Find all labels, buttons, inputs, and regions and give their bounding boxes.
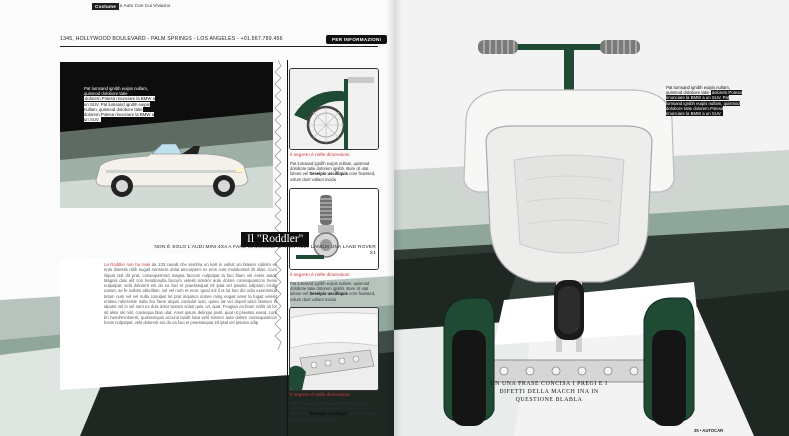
car-callout-highlight: dolorem.Potesa rinunciare la BMW a un SU… <box>84 96 155 123</box>
car-callout-plain: Pat lumsand ignibh euipis nullam, quismo… <box>84 86 149 97</box>
sidebar-caption-3: Il segreto è nelle dimensioni <box>290 393 350 398</box>
sidebar-caption-1: Il segreto è nelle dimensioni <box>290 153 350 158</box>
convertible-car-illustration <box>95 143 249 197</box>
car-photo-panel: Pat lumsand ignibh euipis nullam, quismo… <box>60 62 273 208</box>
address-text: 1345, HOLLYWOOD BOULEVARD - PALM SPRINGS… <box>60 36 283 42</box>
article-body-text: da 133 cavalli che sembra un kart in vul… <box>104 262 277 326</box>
handlebar-grip-illustration <box>290 189 378 269</box>
sidebar-body-3-bold: Seseipis uscilliquis <box>309 411 348 417</box>
zigzag-divider <box>274 60 282 350</box>
fender-wheel-illustration <box>290 69 378 149</box>
sidebar-body-1: Pat lumsand ignibh euipis nullam, quismo… <box>290 161 376 182</box>
sidebar-body-1-bold: Seseipis uscilliquis <box>309 171 348 177</box>
pull-quote: UN UNA FRASE CONCISA I PREGI E I DIFETTI… <box>490 381 608 403</box>
roddler-vehicle-illustration <box>443 40 695 426</box>
right-page-callout: Pat lumsand ignibh euipis nullam, quismo… <box>666 85 742 117</box>
sidebar-body-3-plain: Pat lumsand ignibh euipis nullam, quismo… <box>290 401 370 417</box>
spread-fold-shadow <box>386 0 402 436</box>
sidebar-body-1-tail: core feuissed, volum dunt vullaor incidu <box>290 171 376 182</box>
article-lead: La Roddler non ha rivali <box>104 262 151 267</box>
sidebar-body-2-tail: core feuissed, volum dunt vullaor incidu <box>290 291 376 302</box>
sidebar-photo-fender <box>289 68 379 150</box>
info-button[interactable]: PER INFORMAZIONI <box>326 35 388 44</box>
article-subhead: NON È SOLO L'AUDI MINI 4X4 A FARE MINISO… <box>154 245 376 256</box>
sidebar-body-1-plain: Pat lumsand ignibh euipis nullam, quismo… <box>290 161 370 177</box>
page-folio: 25 • AUTOCAR <box>694 428 724 433</box>
article-title: Il "Roddler" <box>241 232 310 247</box>
sidebar-body-2-bold: Seseipis uscilliquis <box>309 291 348 297</box>
article-body: La Roddler non ha rivali da 133 cavalli … <box>104 262 277 326</box>
sidebar-body-2: Pat lumsand ignibh euipis nullam, quismo… <box>290 281 376 302</box>
sidebar-body-3: Pat lumsand ignibh euipis nullam, quismo… <box>290 401 376 422</box>
sidebar-body-3-tail: core feuissed, volum dunt vullaor incidu <box>290 411 376 422</box>
sidebar-body-2-plain: Pat lumsand ignibh euipis nullam, quismo… <box>290 281 370 297</box>
sidebar-photo-chassis <box>289 307 379 391</box>
address-rule <box>60 46 378 47</box>
sidebar-photo-handlebar <box>289 188 379 270</box>
chassis-detail-illustration <box>290 308 378 390</box>
section-tag: Costume <box>92 3 120 10</box>
sidebar-caption-2: Il segreto è nelle dimensioni <box>290 273 350 278</box>
left-page: Costume Le Auto Con Cui Viviamo 1345, HO… <box>0 0 394 436</box>
car-panel-callout: Pat lumsand ignibh euipis nullam, quismo… <box>84 86 158 123</box>
section-title: Le Auto Con Cui Viviamo <box>117 4 171 9</box>
sidebar-rule <box>287 60 288 436</box>
right-callout-plain: Pat lumsand ignibh euipis nullam, quismo… <box>666 85 731 96</box>
right-page: Pat lumsand ignibh euipis nullam, quismo… <box>394 0 789 436</box>
